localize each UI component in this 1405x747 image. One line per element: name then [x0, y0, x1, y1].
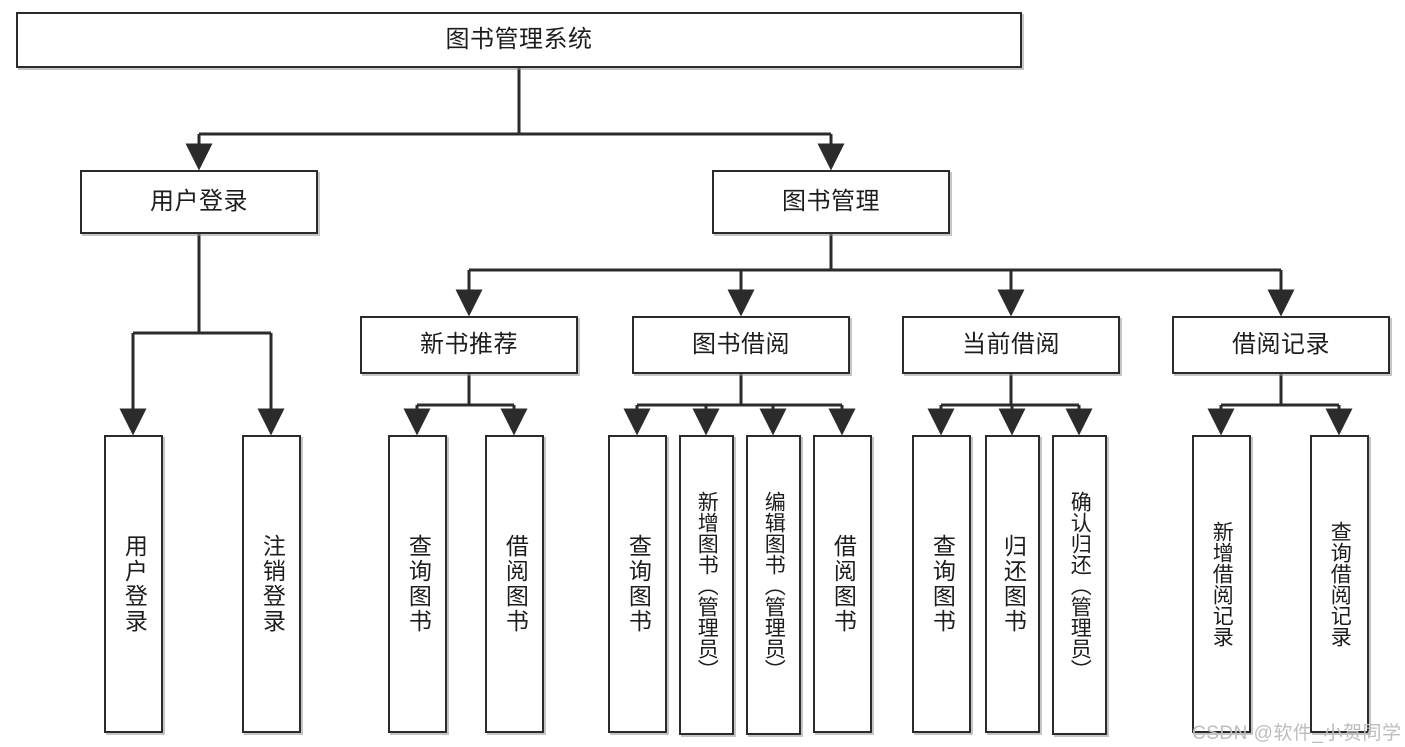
node-leaf-query-book-2[interactable]: 查询图书 — [608, 435, 667, 733]
node-leaf-add-record-label: 新增借阅记录 — [1210, 521, 1234, 647]
node-leaf-query-book-1-label: 查询图书 — [405, 534, 432, 634]
node-book-manage[interactable]: 图书管理 — [712, 170, 950, 234]
node-root-label: 图书管理系统 — [445, 25, 593, 53]
node-leaf-query-book-2-label: 查询图书 — [625, 534, 652, 634]
node-leaf-borrow-book-1[interactable]: 借阅图书 — [485, 435, 544, 733]
node-leaf-query-book-1[interactable]: 查询图书 — [388, 435, 447, 733]
node-new-book-recommendation-label: 新书推荐 — [420, 330, 518, 358]
node-leaf-return-book[interactable]: 归还图书 — [985, 435, 1040, 733]
node-user-login-label: 用户登录 — [150, 187, 248, 215]
node-book-manage-label: 图书管理 — [782, 187, 880, 215]
node-leaf-user-logout[interactable]: 注销登录 — [242, 435, 301, 733]
node-borrow-record[interactable]: 借阅记录 — [1172, 316, 1390, 374]
node-leaf-add-book-label: 新增图书（管理员） — [695, 490, 719, 680]
node-borrow-record-label: 借阅记录 — [1232, 330, 1330, 358]
node-current-borrow[interactable]: 当前借阅 — [902, 316, 1120, 374]
node-leaf-return-book-label: 归还图书 — [1000, 534, 1027, 634]
node-leaf-borrow-book-2[interactable]: 借阅图书 — [813, 435, 872, 733]
node-current-borrow-label: 当前借阅 — [962, 330, 1060, 358]
node-book-borrow-label: 图书借阅 — [692, 330, 790, 358]
node-leaf-query-book-3[interactable]: 查询图书 — [912, 435, 971, 733]
node-leaf-edit-book-label: 编辑图书（管理员） — [762, 490, 786, 680]
node-leaf-add-book[interactable]: 新增图书（管理员） — [679, 435, 734, 735]
node-new-book-recommendation[interactable]: 新书推荐 — [360, 316, 578, 374]
node-leaf-query-book-3-label: 查询图书 — [929, 534, 956, 634]
watermark: CSDN @软件_小贺同学 — [1192, 723, 1402, 744]
node-leaf-confirm-return-label: 确认归还（管理员） — [1068, 490, 1092, 680]
node-leaf-edit-book[interactable]: 编辑图书（管理员） — [746, 435, 801, 735]
node-leaf-borrow-book-2-label: 借阅图书 — [830, 534, 857, 634]
node-leaf-query-record[interactable]: 查询借阅记录 — [1310, 435, 1369, 733]
node-leaf-query-record-label: 查询借阅记录 — [1328, 521, 1352, 647]
node-leaf-confirm-return[interactable]: 确认归还（管理员） — [1052, 435, 1107, 735]
node-leaf-user-logout-label: 注销登录 — [259, 534, 286, 634]
node-leaf-user-login[interactable]: 用户登录 — [104, 435, 163, 733]
node-leaf-user-login-label: 用户登录 — [121, 534, 148, 634]
node-leaf-borrow-book-1-label: 借阅图书 — [502, 534, 529, 634]
node-book-borrow[interactable]: 图书借阅 — [632, 316, 850, 374]
node-user-login[interactable]: 用户登录 — [80, 170, 318, 234]
node-leaf-add-record[interactable]: 新增借阅记录 — [1192, 435, 1251, 733]
node-root[interactable]: 图书管理系统 — [16, 12, 1022, 68]
